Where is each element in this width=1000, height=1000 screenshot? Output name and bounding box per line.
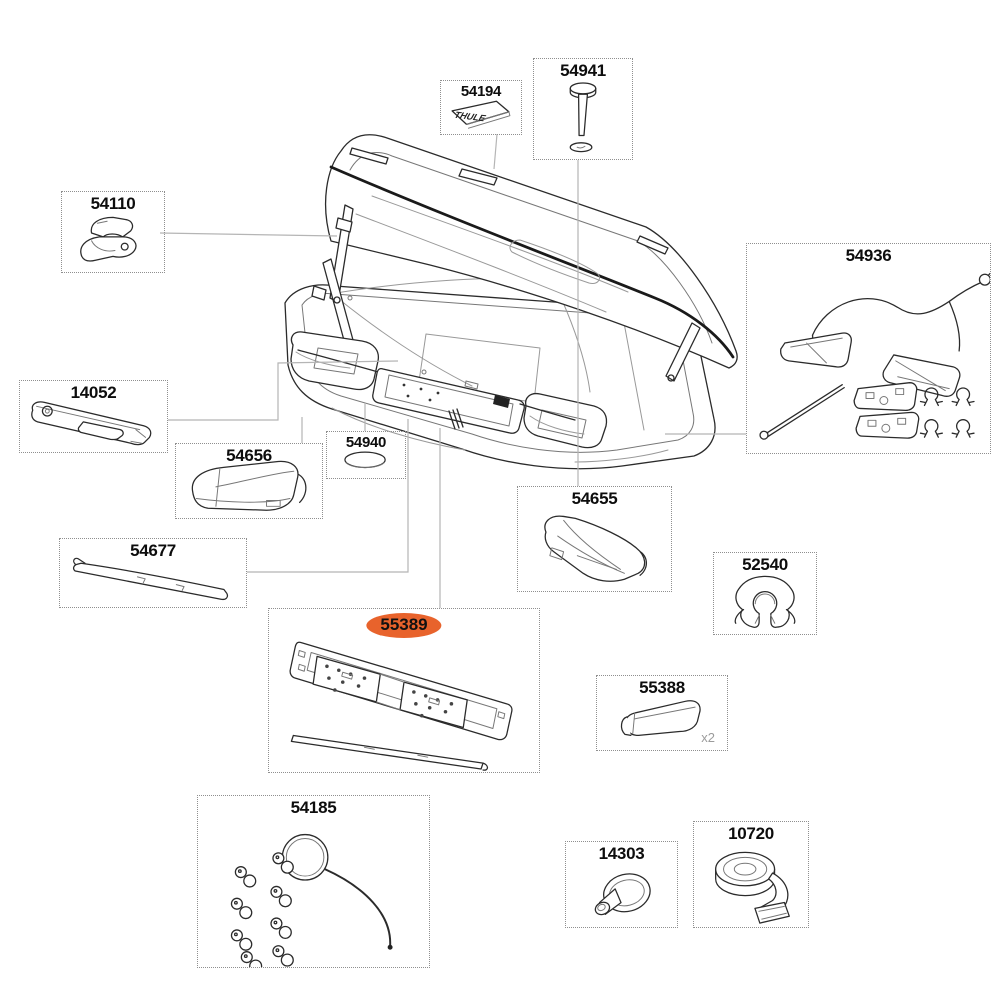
box-base-drawing	[284, 277, 716, 470]
part-number-label: 55388	[639, 678, 685, 697]
part-callout-54194[interactable]: 54194 THULE	[440, 80, 522, 135]
part-callout-14052[interactable]: 14052	[19, 380, 168, 453]
part-callout-10720[interactable]: 10720	[693, 821, 809, 928]
part-number-label: 54677	[130, 541, 176, 560]
part-callout-54110[interactable]: 54110	[61, 191, 165, 273]
logo-badge-drawing: THULE	[451, 100, 511, 129]
part-callout-54936[interactable]: 54936	[746, 243, 991, 454]
handle-trim-drawing	[31, 401, 152, 446]
part-number-label: 54941	[560, 61, 606, 80]
quantity-note: x2	[701, 730, 715, 745]
part-number-label: 10720	[728, 824, 774, 843]
part-callout-52540[interactable]: 52540	[713, 552, 817, 635]
grommet-drawing	[594, 873, 651, 916]
part-number-label: 54655	[571, 489, 618, 508]
lid-hinge-arms-drawing	[311, 204, 701, 382]
thule-logo-text: THULE	[453, 110, 487, 123]
part-number-label: 54940	[345, 434, 387, 451]
fixing-clips-kit-drawing	[230, 833, 393, 967]
right-endcap-drawing	[544, 515, 647, 582]
rubber-pad-drawing	[620, 700, 701, 737]
part-callout-54940[interactable]: 54940	[326, 431, 406, 479]
hinge-bolt-drawing	[569, 82, 597, 153]
part-number-label: 52540	[742, 555, 788, 574]
light-wiring-kit-drawing	[759, 272, 990, 440]
highlighted-part-number-badge: 55389	[366, 613, 442, 638]
part-callout-54655[interactable]: 54655	[517, 486, 672, 592]
part-callout-55389[interactable]: 55389	[268, 608, 540, 773]
part-callout-54185[interactable]: 54185	[197, 795, 430, 968]
part-number-label: 54185	[290, 798, 337, 817]
front-bumper-drawing	[290, 331, 669, 463]
oval-cap-drawing	[344, 451, 386, 469]
part-callout-55388[interactable]: 55388 x2	[596, 675, 728, 751]
trim-strip-drawing	[72, 557, 229, 601]
cable-clip-drawing	[734, 575, 796, 628]
part-number-label: 14303	[598, 844, 645, 863]
part-number-label: 54936	[845, 246, 892, 265]
license-plate-holder-drawing	[289, 641, 513, 771]
part-callout-54677[interactable]: 54677	[59, 538, 247, 608]
part-number-label: 14052	[70, 383, 117, 402]
clip-cluster	[230, 852, 294, 967]
part-number-label: 54194	[460, 83, 502, 100]
leader-lines	[159, 133, 746, 608]
strap-drawing	[715, 851, 790, 924]
left-endcap-drawing	[191, 460, 307, 511]
part-number-label: 54656	[226, 446, 272, 465]
part-callout-54941[interactable]: 54941	[533, 58, 633, 160]
part-callout-14303[interactable]: 14303	[565, 841, 678, 928]
part-number-label: 54110	[90, 194, 136, 213]
part-callout-54656[interactable]: 54656	[175, 443, 323, 519]
lid-lock-hook-drawing	[80, 216, 137, 262]
box-lid-drawing	[325, 134, 738, 369]
